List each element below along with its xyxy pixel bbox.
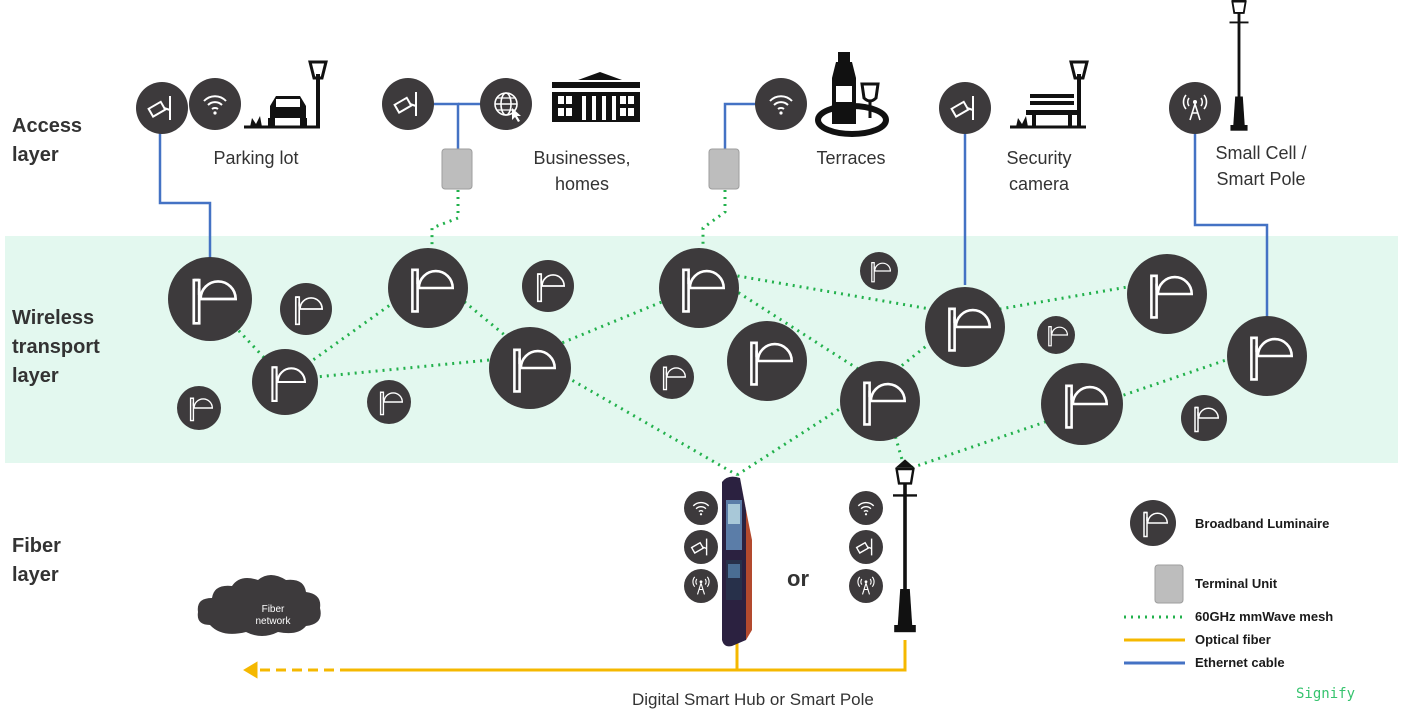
street-lamp-icon: [891, 458, 919, 634]
signify-logo: Signify: [1296, 686, 1356, 702]
smart-hub-icon: [722, 476, 752, 647]
wine-icon: [815, 52, 889, 137]
small-cell-icons: [1169, 0, 1250, 134]
security-camera-label: Security camera: [1006, 148, 1072, 194]
street-lamp-icon: [1228, 0, 1250, 132]
small-cell-label: Small Cell / Smart Pole: [1215, 143, 1307, 189]
business-icons: [382, 72, 640, 130]
parking-lot-label: Parking lot: [213, 148, 299, 168]
building-icon: [552, 72, 640, 122]
access-layer-label: Access layer: [12, 115, 83, 166]
fiber-network-label: Fiber network: [255, 604, 291, 627]
legend-luminaire-label: Broadband Luminaire: [1195, 516, 1330, 531]
legend-fiber-label: Optical fiber: [1195, 632, 1271, 647]
legend-terminal-label: Terminal Unit: [1195, 576, 1278, 591]
parking-lot-icons: [136, 60, 328, 134]
security-camera-icons: [939, 60, 1089, 134]
terraces-icons: [755, 52, 889, 137]
fiber-layer-label: Fiber layer: [12, 535, 61, 586]
fiber-links: [243, 640, 907, 679]
caption: Digital Smart Hub or Smart Pole: [632, 690, 874, 709]
terraces-label: Terraces: [816, 148, 886, 168]
wireless-luminaires: [168, 248, 1307, 445]
businesses-label: Businesses, homes: [533, 148, 631, 194]
legend: [1124, 500, 1185, 665]
lamp-post-icon: [1069, 60, 1089, 128]
bench-icon: [1010, 94, 1086, 129]
cloud-icon: [197, 575, 321, 636]
car-icon: [244, 96, 320, 129]
legend-ethernet-label: Ethernet cable: [1195, 655, 1285, 670]
or-label: or: [787, 566, 809, 591]
smart-hub-group: [684, 458, 919, 647]
lamp-post-icon: [308, 60, 328, 128]
terminal-units: [441, 148, 740, 190]
wireless-layer-label: Wireless transport layer: [12, 307, 100, 387]
legend-mesh-label: 60GHz mmWave mesh: [1195, 609, 1334, 624]
